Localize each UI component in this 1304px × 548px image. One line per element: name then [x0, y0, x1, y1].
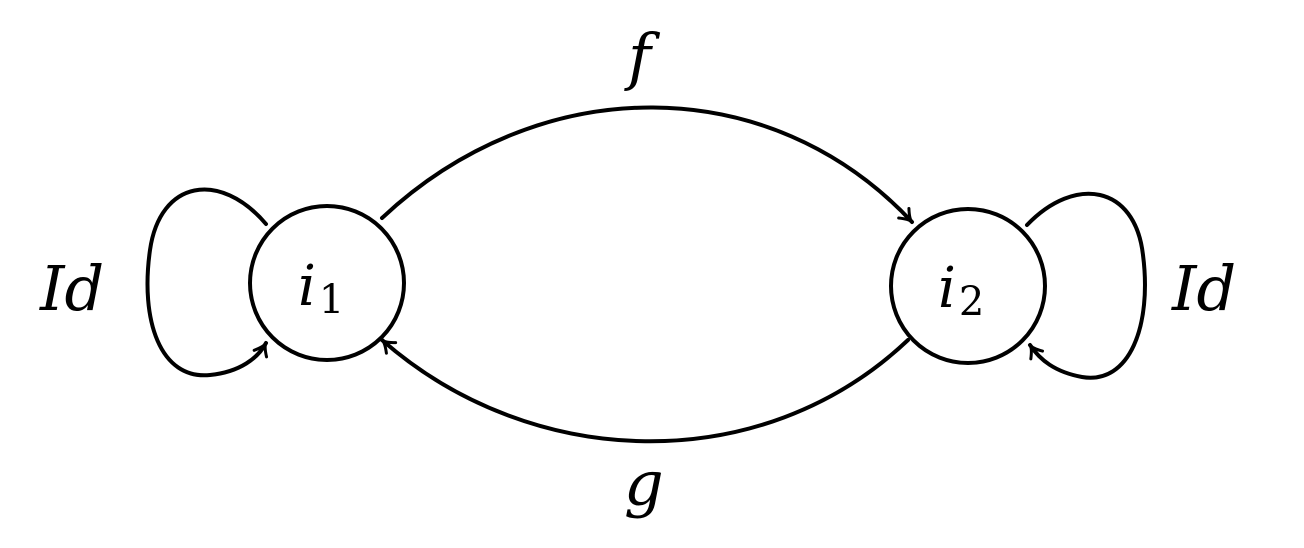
loop-i1-arrow — [145, 187, 269, 378]
node-i2-subscript: 2 — [959, 279, 984, 325]
edge-f-label: f — [624, 20, 661, 93]
node-i2-main: i — [938, 256, 956, 321]
edge-f-arrow — [380, 105, 914, 224]
node-i1-subscript: 1 — [319, 277, 344, 323]
loop-i2-arrow — [1025, 191, 1147, 380]
node-i1-circle — [248, 204, 406, 362]
node-i2-circle — [889, 207, 1047, 365]
loop-i2-label: Id — [1171, 252, 1236, 325]
node-i2: i2 — [889, 207, 1047, 365]
edge-g-arrow — [380, 338, 910, 444]
node-i2-label: i2 — [938, 256, 984, 325]
edge-g-label: g — [624, 447, 664, 520]
node-i1-main: i — [298, 254, 316, 319]
node-i1: i1 — [248, 204, 406, 362]
node-i1-label: i1 — [298, 254, 344, 323]
loop-i1-label: Id — [39, 252, 104, 325]
